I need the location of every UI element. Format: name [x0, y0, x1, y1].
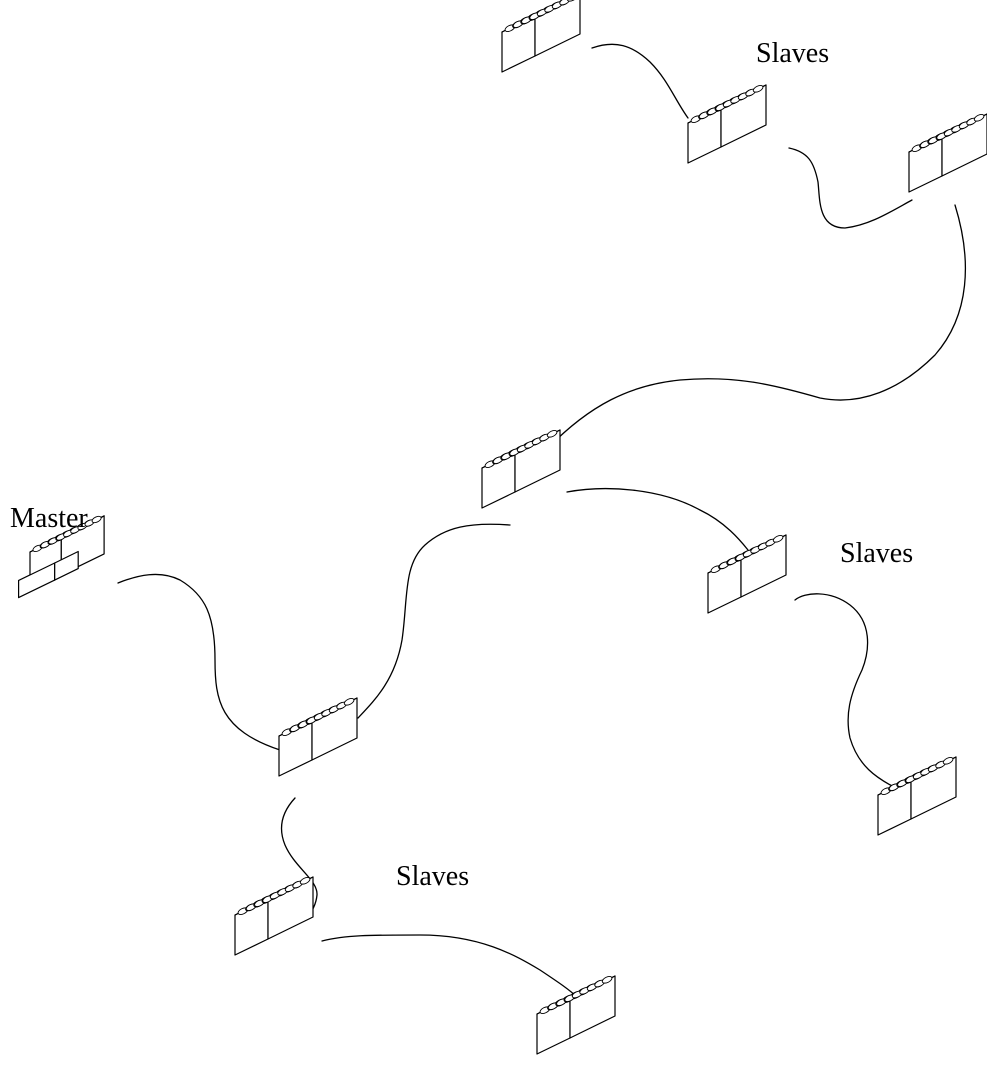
cable-top-slave-chain-b — [591, 43, 689, 119]
slave-bottom-1-device — [234, 876, 314, 956]
brick-stud — [566, 0, 578, 2]
cable-center-to-top-slave — [547, 204, 967, 449]
cable-top-slave-chain-a — [788, 147, 913, 229]
slave-top-2-device — [687, 84, 767, 164]
device-nodes — [18, 0, 987, 1055]
brick-stud — [772, 535, 784, 543]
cables — [117, 43, 967, 999]
master-device — [18, 515, 105, 599]
cable-center-to-right-slave — [566, 488, 749, 551]
slaves-right-label: Slaves — [840, 538, 914, 569]
brick-stud — [559, 0, 570, 6]
slave-bottom-2-device — [536, 975, 616, 1055]
brick-stud — [91, 515, 102, 524]
cable-master-to-hub — [117, 573, 281, 751]
brick-stud — [752, 85, 764, 93]
hub-center-device — [481, 429, 561, 509]
brick-stud — [601, 976, 613, 984]
cable-bottom-slave-chain — [321, 934, 579, 999]
brick-side-face — [534, 0, 581, 57]
slave-right-1-device — [707, 534, 787, 614]
master-label: Master — [10, 503, 88, 534]
master-base-side — [54, 550, 79, 581]
brick-side-face — [941, 113, 987, 177]
slaves-top-label: Slaves — [756, 38, 830, 69]
brick-stud — [343, 698, 355, 706]
brick-stud — [942, 757, 954, 765]
cable-right-slave-chain — [794, 593, 901, 791]
slave-top-3-device — [908, 113, 987, 193]
slave-right-2-device — [877, 756, 957, 836]
slave-top-1-device — [501, 0, 581, 73]
brick-stud — [546, 430, 558, 438]
hub-lower-left-device — [278, 697, 358, 777]
slaves-bottom-label: Slaves — [396, 861, 470, 892]
cable-hub-to-center — [357, 523, 511, 719]
brick-stud — [973, 114, 985, 122]
brick-stud — [299, 877, 311, 885]
